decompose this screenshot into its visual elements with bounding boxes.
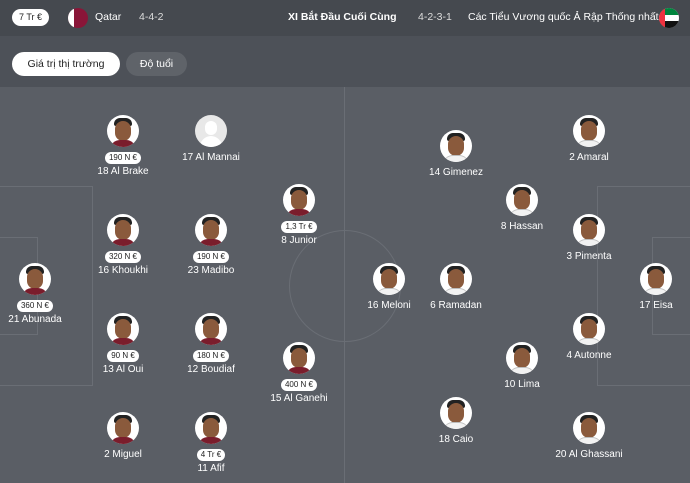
player-card[interactable]: 180 N € 12 Boudiaf xyxy=(166,313,256,375)
away-team-name[interactable]: Các Tiểu Vương quốc Ả Rập Thống nhất xyxy=(468,11,659,23)
player-name: 23 Madibo xyxy=(187,265,235,276)
player-photo xyxy=(506,184,538,216)
player-card[interactable]: 190 N € 18 Al Brake xyxy=(78,115,168,177)
player-card[interactable]: 4 Tr € 11 Afif xyxy=(166,412,256,474)
player-market-value: 360 N € xyxy=(16,300,54,312)
lineup-header: 7 Tr € Qatar 4-4-2 XI Bắt Đầu Cuối Cùng … xyxy=(0,0,690,36)
player-name: 12 Boudiaf xyxy=(187,364,235,375)
player-photo xyxy=(19,263,51,295)
player-photo xyxy=(107,313,139,345)
player-card[interactable]: 320 N € 16 Khoukhi xyxy=(78,214,168,276)
player-market-value: 400 N € xyxy=(280,379,318,391)
player-name: 16 Meloni xyxy=(367,300,411,311)
player-photo xyxy=(640,263,672,295)
player-name: 15 Al Ganehi xyxy=(270,393,328,404)
player-name: 14 Gimenez xyxy=(429,167,483,178)
player-photo xyxy=(440,130,472,162)
qatar-flag-icon xyxy=(68,8,88,28)
player-name: 11 Afif xyxy=(197,463,225,474)
player-name: 16 Khoukhi xyxy=(97,265,149,276)
player-market-value: 180 N € xyxy=(192,350,230,362)
player-photo xyxy=(373,263,405,295)
player-photo xyxy=(283,342,315,374)
player-name: 21 Abunada xyxy=(8,314,62,325)
player-name: 10 Lima xyxy=(504,379,540,390)
player-card[interactable]: 14 Gimenez xyxy=(411,130,501,178)
left-penalty-box xyxy=(0,186,93,386)
player-market-value: 190 N € xyxy=(104,152,142,164)
player-card[interactable]: 8 Hassan xyxy=(477,184,567,232)
player-card[interactable]: 4 Autonne xyxy=(544,313,634,361)
player-card[interactable]: 10 Lima xyxy=(477,342,567,390)
player-photo xyxy=(440,263,472,295)
player-name: 18 Caio xyxy=(438,434,474,445)
player-card[interactable]: 400 N € 15 Al Ganehi xyxy=(254,342,344,404)
player-photo xyxy=(107,412,139,444)
player-photo xyxy=(440,397,472,429)
player-market-value: 190 N € xyxy=(192,251,230,263)
player-photo xyxy=(195,313,227,345)
player-name: 17 Al Mannai xyxy=(182,152,240,163)
player-name: 8 Hassan xyxy=(500,221,544,232)
lineup-title: XI Bắt Đầu Cuối Cùng xyxy=(288,11,397,23)
player-card[interactable]: 1,3 Tr € 8 Junior xyxy=(254,184,344,246)
player-name: 13 Al Oui xyxy=(102,364,144,375)
home-formation: 4-4-2 xyxy=(139,11,164,23)
player-card[interactable]: 190 N € 23 Madibo xyxy=(166,214,256,276)
player-name: 6 Ramadan xyxy=(430,300,482,311)
player-card[interactable]: 2 Miguel xyxy=(78,412,168,460)
player-name: 18 Al Brake xyxy=(97,166,149,177)
team-market-value-badge: 7 Tr € xyxy=(12,9,50,26)
player-name: 2 Amaral xyxy=(569,152,609,163)
player-card[interactable]: 90 N € 13 Al Oui xyxy=(78,313,168,375)
market-value-toggle[interactable]: Giá trị thị trường xyxy=(12,52,120,76)
player-photo xyxy=(506,342,538,374)
player-card[interactable]: 6 Ramadan xyxy=(411,263,501,311)
player-photo xyxy=(573,313,605,345)
uae-flag-icon xyxy=(659,8,679,28)
player-photo xyxy=(107,214,139,246)
player-photo xyxy=(195,214,227,246)
player-photo xyxy=(283,184,315,216)
player-card[interactable]: 3 Pimenta xyxy=(544,214,634,262)
player-market-value: 90 N € xyxy=(107,350,139,362)
player-card[interactable]: 17 Eisa xyxy=(611,263,690,311)
player-name: 8 Junior xyxy=(281,235,317,246)
player-photo xyxy=(107,115,139,147)
player-name: 17 Eisa xyxy=(639,300,673,311)
player-placeholder-icon xyxy=(195,115,227,147)
player-photo xyxy=(573,412,605,444)
player-card[interactable]: 360 N € 21 Abunada xyxy=(0,263,80,325)
player-card[interactable]: 2 Amaral xyxy=(544,115,634,163)
player-market-value: 4 Tr € xyxy=(196,449,226,461)
player-photo xyxy=(195,412,227,444)
player-name: 3 Pimenta xyxy=(566,251,612,262)
player-card[interactable]: 20 Al Ghassani xyxy=(544,412,634,460)
home-team-name[interactable]: Qatar xyxy=(95,11,122,23)
player-name: 4 Autonne xyxy=(566,350,612,361)
player-card[interactable]: 17 Al Mannai xyxy=(166,115,256,163)
player-card[interactable]: 16 Meloni xyxy=(344,263,434,311)
age-toggle[interactable]: Độ tuổi xyxy=(126,52,187,76)
player-photo xyxy=(573,214,605,246)
player-market-value: 1,3 Tr € xyxy=(281,221,317,233)
view-toggle-group: Giá trị thị trường Độ tuổi xyxy=(0,36,690,87)
player-name: 20 Al Ghassani xyxy=(555,449,623,460)
player-photo xyxy=(573,115,605,147)
player-card[interactable]: 18 Caio xyxy=(411,397,501,445)
player-name: 2 Miguel xyxy=(104,449,142,460)
away-formation: 4-2-3-1 xyxy=(418,11,452,23)
player-market-value: 320 N € xyxy=(104,251,142,263)
right-penalty-box xyxy=(597,186,690,386)
